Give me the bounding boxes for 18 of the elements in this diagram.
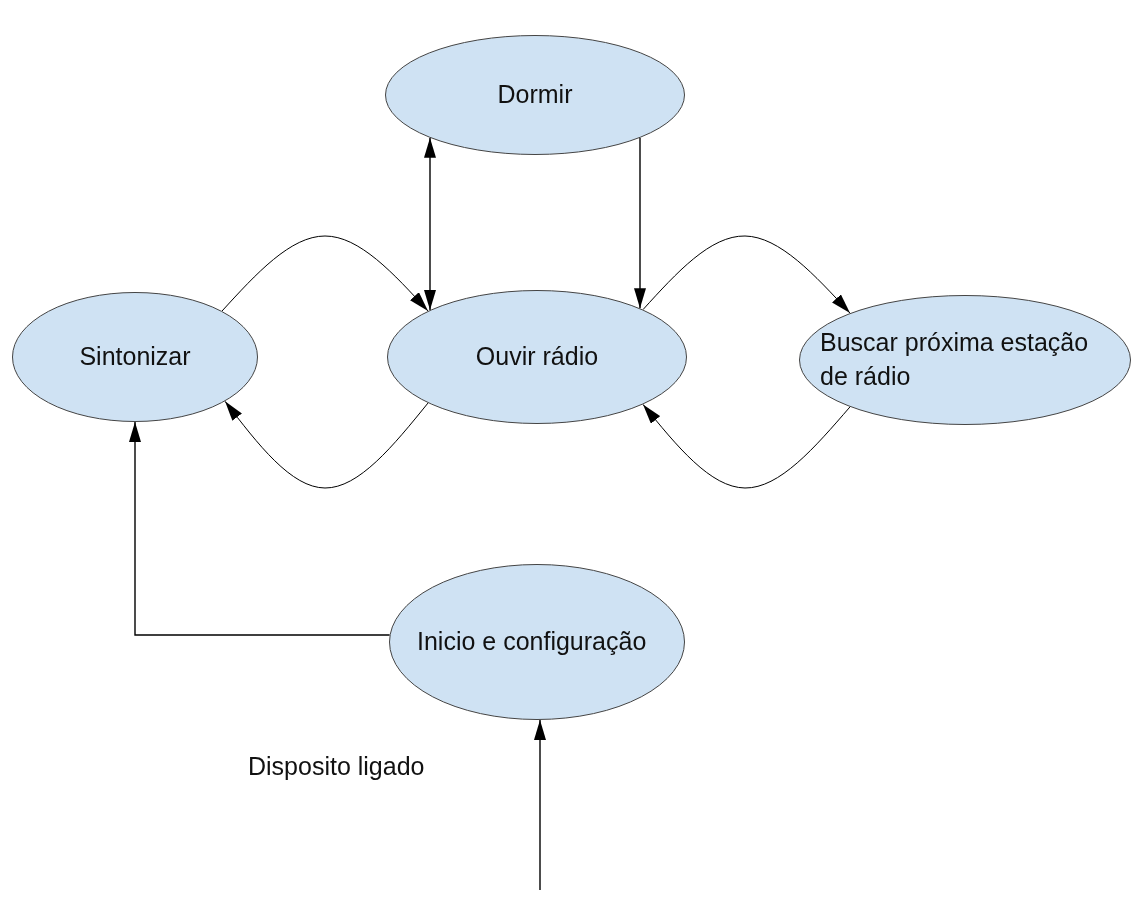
- arrow: [534, 719, 546, 891]
- state-ellipse: [799, 295, 1131, 425]
- state-ellipse: [385, 35, 685, 155]
- arrow: [642, 235, 851, 314]
- arrow: [634, 137, 646, 309]
- arrow: [221, 235, 429, 312]
- state-label: Ouvir rádio: [474, 341, 600, 373]
- state-label: Inicio e configuração: [417, 626, 648, 658]
- arrow: [129, 421, 391, 636]
- state-ellipse: [387, 290, 687, 424]
- state-label: Dormir: [496, 79, 574, 111]
- state-label: Sintonizar: [78, 341, 192, 373]
- arrow: [642, 403, 851, 489]
- state-label: Buscar próxima estação de rádio: [820, 327, 1090, 392]
- arrow: [424, 137, 436, 311]
- state-ellipse: [389, 564, 685, 720]
- arrow: [224, 400, 429, 489]
- state-ellipse: [12, 292, 258, 422]
